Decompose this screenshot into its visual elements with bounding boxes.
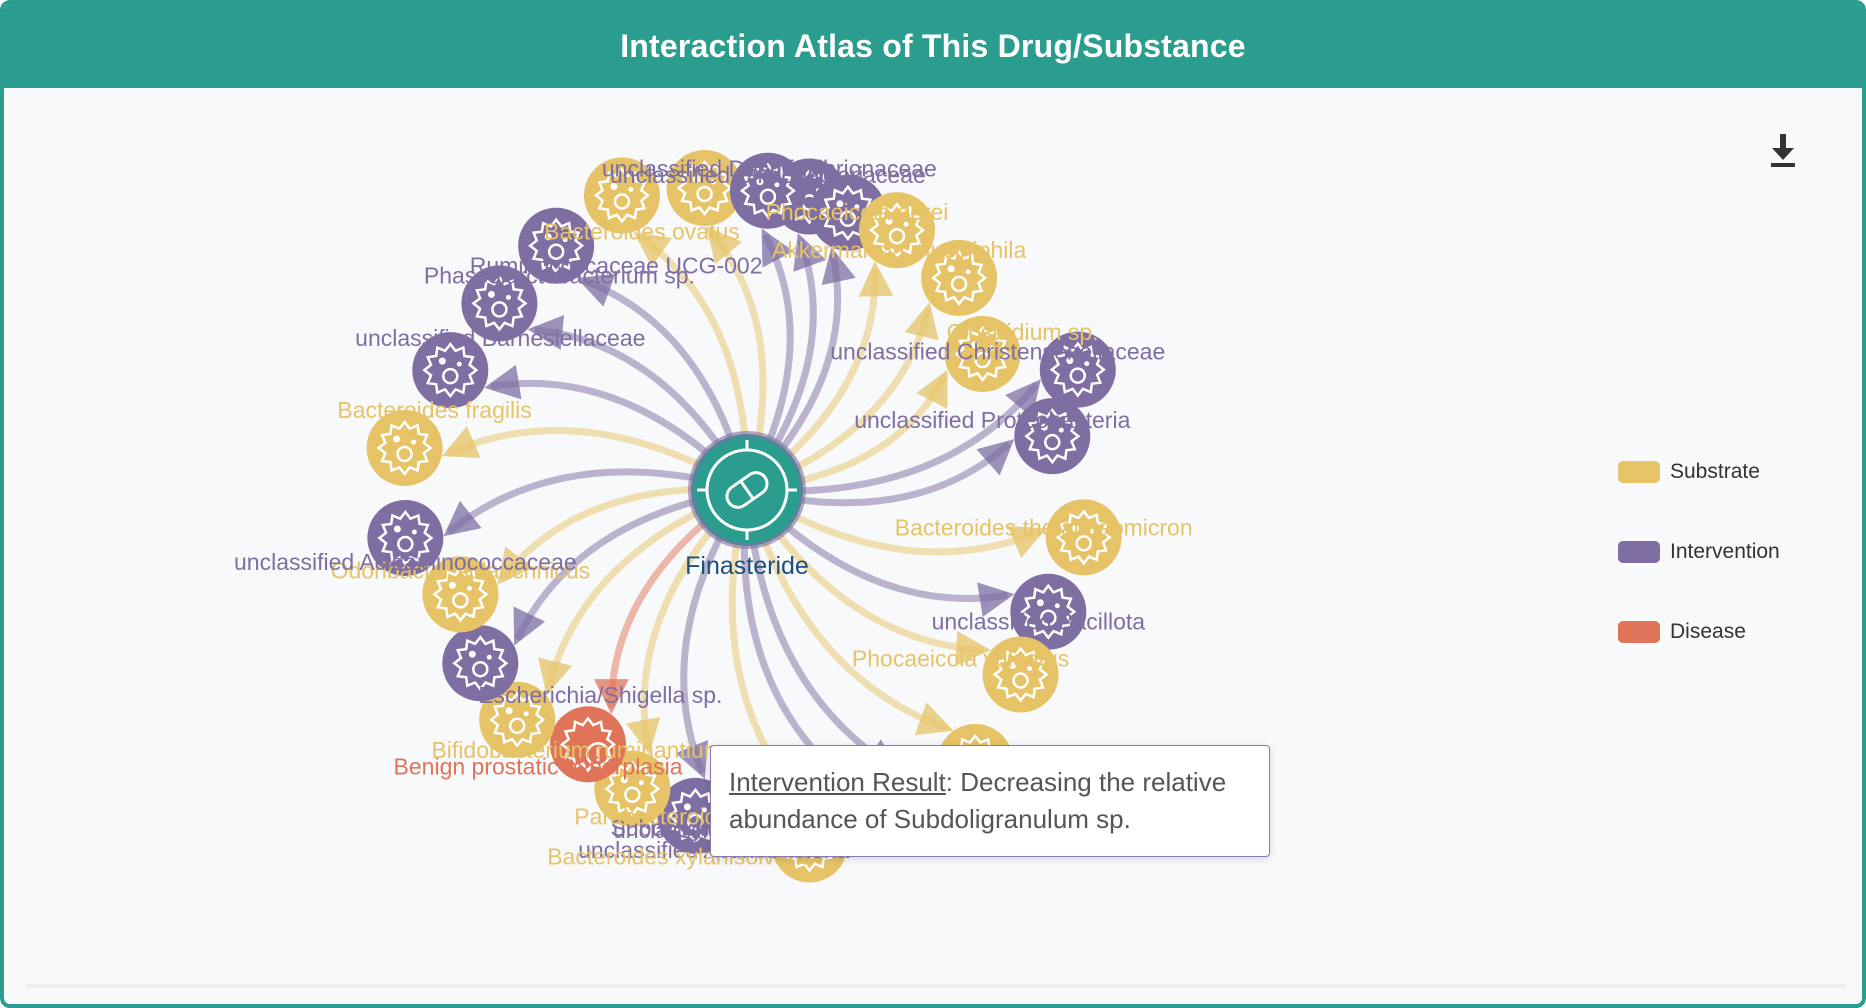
graph-node-substrate[interactable]	[366, 409, 443, 486]
graph-node-intervention[interactable]	[367, 500, 444, 577]
node-label: Phocaeicola vulgatus	[852, 646, 1069, 672]
node-label: Bacteroides fragilis	[337, 397, 531, 423]
microbe-icon	[992, 646, 1049, 703]
microbe-icon	[528, 217, 585, 274]
graph-node-substrate[interactable]	[982, 636, 1059, 713]
node-label: unclassified Desulfovibrionaceae	[602, 156, 937, 182]
node-label: unclassified Christensenellaceae	[830, 339, 1165, 365]
node-label: Phascolarctobacterium sp.	[424, 262, 695, 288]
tooltip-text: : Decreasing the relative abundance of S…	[729, 767, 1227, 834]
microbe-icon	[604, 760, 661, 817]
microbe-icon	[471, 275, 528, 332]
graph-node-substrate[interactable]	[422, 556, 499, 633]
microbe-icon	[931, 249, 988, 306]
legend: Substrate Intervention Disease	[1618, 432, 1780, 672]
node-label: unclassified Proteobacteria	[854, 407, 1130, 433]
legend-label: Intervention	[1670, 540, 1780, 563]
microbe-icon	[432, 566, 489, 623]
legend-item-disease[interactable]: Disease	[1618, 592, 1780, 672]
node-label: unclassified Barnesiellaceae	[355, 325, 645, 351]
microbe-icon	[422, 342, 479, 399]
edge-tooltip: Intervention Result: Decreasing the rela…	[710, 745, 1270, 857]
graph-node-substrate[interactable]	[1045, 499, 1122, 576]
microbe-icon	[377, 509, 434, 567]
node-label: Bacteroides thetaiotaomicron	[895, 514, 1193, 540]
microbe-icon	[376, 419, 433, 477]
node-label: Odoribacter splanchnicus	[331, 557, 591, 583]
graph-node-intervention[interactable]	[412, 332, 489, 409]
graph-node-intervention[interactable]	[1039, 331, 1116, 408]
graph-node-intervention[interactable]	[461, 265, 538, 342]
node-label: Bifidobacterium ruminantium	[431, 737, 722, 763]
virus-icon	[559, 716, 617, 773]
node-label: Ruminococcaceae UCG-002	[470, 253, 763, 279]
microbe-icon	[667, 787, 724, 844]
graph-node-substrate[interactable]	[583, 157, 660, 234]
pill-icon	[697, 440, 797, 540]
microbe-icon	[1024, 408, 1081, 465]
legend-swatch-intervention	[1618, 541, 1660, 563]
graph-node-substrate[interactable]	[921, 239, 998, 316]
node-label: unclassified Bacillota	[932, 609, 1146, 635]
microbe-icon	[1049, 341, 1106, 398]
legend-swatch-substrate	[1618, 461, 1660, 483]
panel-title: Interaction Atlas of This Drug/Substance	[4, 4, 1862, 88]
legend-label: Disease	[1670, 620, 1746, 643]
node-label: unclassified Acidaminococcaceae	[234, 549, 577, 575]
microbe-icon	[954, 325, 1011, 383]
graph-node-intervention[interactable]	[518, 207, 595, 284]
microbe-icon	[489, 691, 546, 748]
legend-item-substrate[interactable]: Substrate	[1618, 432, 1780, 512]
node-label: Clostridium sp.	[947, 319, 1099, 345]
microbe-icon	[868, 202, 926, 259]
graph-node-substrate[interactable]	[859, 192, 935, 269]
microbe-icon	[739, 162, 796, 219]
node-label: unclassified Bifidobacteriaceae	[610, 162, 926, 188]
microbe-icon	[452, 635, 509, 692]
node-label: Bacteroides ovatus	[544, 218, 740, 244]
download-button[interactable]	[1766, 132, 1800, 170]
scrollbar-track[interactable]	[26, 984, 1846, 988]
graph-node-substrate[interactable]	[944, 316, 1021, 392]
node-label: Phocaeicola dorei	[766, 199, 949, 225]
download-icon	[1771, 134, 1795, 167]
tooltip-key: Intervention Result	[729, 767, 946, 797]
node-label: Escherichia/Shigella sp.	[478, 682, 722, 708]
node-label: Benign prostatic hyperplasia	[394, 753, 683, 779]
graph-node-intervention[interactable]	[442, 625, 519, 702]
microbe-icon	[593, 167, 651, 224]
graph-node-disease[interactable]	[550, 706, 627, 783]
node-label: Akkermansia muciniphila	[772, 237, 1027, 263]
graph-node-substrate[interactable]	[666, 149, 743, 226]
graph-node-substrate[interactable]	[479, 681, 556, 758]
center-node[interactable]: Finasteride	[685, 431, 809, 580]
disease-node-circle	[550, 706, 627, 783]
microbe-icon	[676, 159, 733, 217]
legend-swatch-disease	[1618, 621, 1660, 643]
microbe-icon	[1055, 509, 1112, 566]
microbe-icon	[1020, 583, 1077, 640]
graph-node-intervention[interactable]	[1010, 573, 1087, 650]
legend-label: Substrate	[1670, 460, 1760, 483]
graph-node-intervention[interactable]	[729, 152, 806, 229]
legend-item-intervention[interactable]: Intervention	[1618, 512, 1780, 592]
graph-node-intervention[interactable]	[1014, 398, 1091, 475]
center-node-label: Finasteride	[685, 552, 809, 580]
